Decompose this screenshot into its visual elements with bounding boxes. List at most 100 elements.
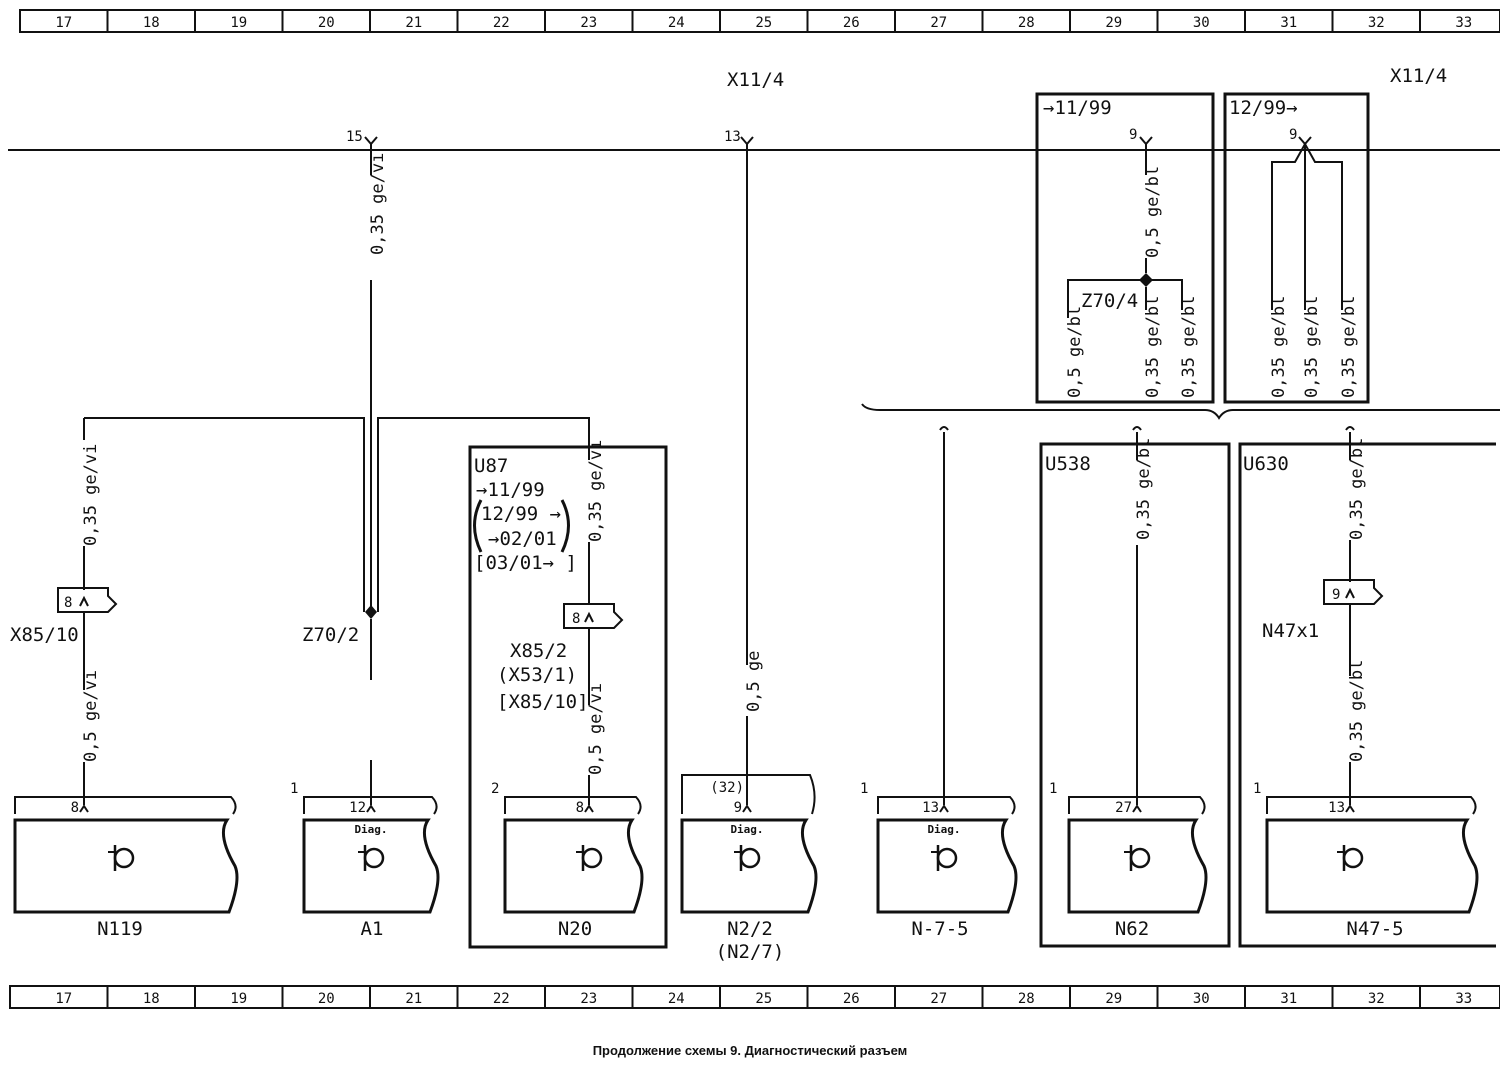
component-pin-arrow (366, 804, 376, 813)
wire-n75-tilde (939, 426, 949, 431)
grid-top-col-22: 22 (493, 15, 510, 31)
splice-z70-4-branches (1067, 279, 1183, 318)
grid-top-col-28: 28 (1018, 15, 1035, 31)
grid-bottom-col-18: 18 (143, 991, 160, 1007)
wire-bl-c3-label: 0,35 ge/bl (1339, 296, 1359, 398)
bracket-left (473, 499, 483, 553)
component-body (1265, 818, 1479, 914)
grid-bottom-col-28: 28 (1018, 991, 1035, 1007)
connector-x85-10 (57, 587, 118, 613)
component-marker: 1 (1049, 781, 1057, 797)
connector-n47x1-pin: 9 (1332, 587, 1340, 603)
wire-n22-label: 0,5 ge (744, 651, 764, 712)
component-pin-alt: (32) (710, 780, 744, 796)
grid-top-col-24: 24 (668, 15, 685, 31)
box-12-99 (1223, 92, 1370, 404)
connector-x85-10-arrow (79, 595, 89, 607)
component-pin-arrow (1345, 804, 1355, 813)
grid-bottom-col-17: 17 (55, 991, 72, 1007)
wire-n47-up-label: 0,35 ge/bl (1347, 438, 1367, 540)
component-pin: 12 (349, 800, 366, 816)
grid-bottom-col-31: 31 (1280, 991, 1297, 1007)
box-11-99 (1035, 92, 1215, 404)
box-12-99-title: 12/99→ (1229, 97, 1298, 119)
pin-15-label: 15 (346, 129, 363, 145)
connector-frame (14, 796, 237, 815)
wire-n20-dn-label: 0,5 ge/vi (586, 683, 606, 775)
grid-bottom-col-21: 21 (405, 991, 422, 1007)
component-name: N119 (97, 918, 143, 940)
grid-bottom-col-29: 29 (1105, 991, 1122, 1007)
wire-bl-b3-label: 0,35 ge/bl (1179, 296, 1199, 398)
splice-z70-2-label: Z70/2 (302, 624, 359, 646)
grid-top-col-25: 25 (755, 15, 772, 31)
connector-x85-2-alt1: (X53/1) (497, 664, 577, 686)
wire-bl-b1-label: 0,5 ge/bl (1065, 306, 1085, 398)
grid-top-col-26: 26 (843, 15, 860, 31)
component-marker: 1 (1253, 781, 1261, 797)
pin-9a-marker (1139, 136, 1153, 146)
branch-to-n119 (84, 417, 365, 612)
connector-x85-2-alt2: [X85/10] (497, 691, 589, 713)
component-n2-2: 9(32)Diag.N2/2(N2/7) (680, 774, 818, 963)
connector-x85-10-pin: 8 (64, 595, 72, 611)
splice-z70-4-label: Z70/4 (1081, 290, 1138, 312)
grid-bottom-col-22: 22 (493, 991, 510, 1007)
component-pin: 13 (922, 800, 939, 816)
box-12-99-branches (1271, 141, 1343, 310)
wire-n119-up-label: 0,35 ge/vi (81, 444, 101, 546)
grid-bottom-col-19: 19 (230, 991, 247, 1007)
wire-n119-dn-label: 0,5 ge/vi (81, 670, 101, 762)
grid-top-col-23: 23 (580, 15, 597, 31)
wire-bl-b2-label: 0,35 ge/bl (1143, 296, 1163, 398)
component-name: N2/2 (727, 918, 773, 940)
wire-n47-tilde (1345, 426, 1355, 431)
connector-frame (1068, 796, 1206, 815)
caption: Продолжение схемы 9. Диагностический раз… (592, 1043, 908, 1058)
component-name: N-7-5 (911, 918, 968, 940)
wire-bl-c2-label: 0,35 ge/bl (1302, 296, 1322, 398)
connector-frame (504, 796, 642, 815)
component-pin-arrow (939, 804, 949, 813)
connector-n47x1-label: N47x1 (1262, 620, 1319, 642)
wire-n47-dn-label: 0,35 ge/bl (1347, 660, 1367, 762)
connector-x85-2-pin: 8 (572, 611, 580, 627)
component-pin-arrow (584, 804, 594, 813)
component-name: N47-5 (1346, 918, 1403, 940)
connector-frame (303, 796, 438, 815)
bracket-right (560, 499, 570, 553)
component-pin: 8 (576, 800, 584, 816)
connector-x85-2-arrow (584, 611, 594, 623)
box-u87-line2: 12/99 → (481, 503, 561, 525)
pin-13-marker (740, 136, 754, 146)
box-u87-line3: →02/01 (488, 528, 557, 550)
component-name: A1 (361, 918, 384, 940)
component-pin-arrow (742, 804, 752, 813)
component-pin: 13 (1328, 800, 1345, 816)
bus-label-left: X11/4 (727, 69, 784, 91)
connector-frame (1266, 796, 1477, 815)
wire-n62-label: 0,35 ge/bl (1134, 438, 1154, 540)
box-u630-title: U630 (1243, 453, 1289, 475)
component-pin-arrow (79, 804, 89, 813)
box-u630 (1238, 442, 1496, 948)
grid-bottom-col-32: 32 (1368, 991, 1385, 1007)
component-name-alt: (N2/7) (716, 941, 785, 963)
wire-main-label: 0,35 ge/vi (368, 153, 388, 255)
wire-n20-up-label: 0,35 ge/vi (586, 440, 606, 542)
grid-top-col-32: 32 (1368, 15, 1385, 31)
box-u87 (468, 445, 668, 949)
component-pin: 8 (71, 800, 79, 816)
grid-top-col-30: 30 (1193, 15, 1210, 31)
connector-x85-10-label: X85/10 (10, 624, 79, 646)
connector-n47x1-arrow (1345, 587, 1355, 599)
grid-bottom-col-30: 30 (1193, 991, 1210, 1007)
